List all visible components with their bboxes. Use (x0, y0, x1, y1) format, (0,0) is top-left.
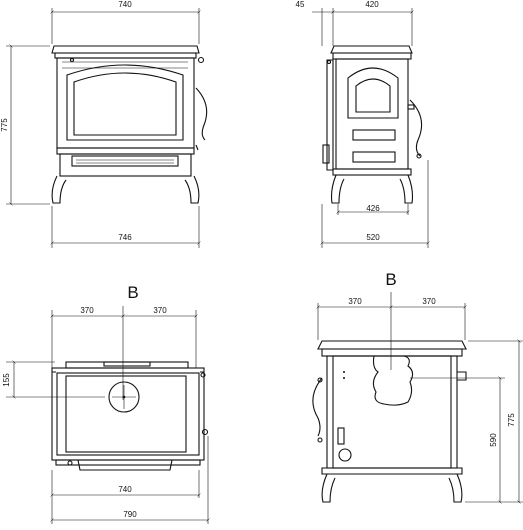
rear-height-label: 775 (507, 413, 516, 427)
top-view: B 370 370 155 (2, 283, 208, 524)
rear-flue-height-label: 590 (489, 433, 498, 447)
top-width-total-dimension: 790 (52, 436, 208, 524)
top-half-dimensions: 370 370 (52, 306, 196, 400)
top-stove-body (51, 361, 209, 471)
side-stove-body (322, 45, 423, 204)
side-offset-label: 45 (296, 0, 305, 9)
side-total-dimension: 520 (322, 160, 428, 248)
rear-flue-height-dimension: 590 (410, 378, 505, 502)
side-depth-feet-label: 426 (366, 204, 380, 213)
top-width-total-label: 790 (123, 510, 137, 519)
top-width-body-dimension: 740 (52, 470, 199, 498)
front-width-bottom-label: 746 (118, 233, 132, 242)
top-half-left-label: 370 (80, 306, 94, 315)
side-offset-dimension: 45 (296, 0, 333, 46)
front-stove-body (51, 45, 208, 204)
front-width-top-label: 740 (118, 0, 132, 9)
top-width-body-label: 740 (118, 485, 132, 494)
front-width-bottom-dimension: 746 (52, 206, 199, 248)
rear-view: B 370 370 (312, 270, 523, 503)
front-height-dimension: 775 (0, 46, 50, 204)
top-half-right-label: 370 (153, 306, 167, 315)
side-depth-total-label: 520 (366, 233, 380, 242)
side-depth-top-dimension: 420 (333, 0, 412, 46)
side-view: 45 420 426 (296, 0, 428, 248)
rear-half-right-label: 370 (422, 297, 436, 306)
top-section-label: B (127, 283, 138, 302)
rear-half-left-label: 370 (348, 297, 362, 306)
rear-half-dimensions: 370 370 (318, 292, 465, 370)
front-width-top-dimension: 740 (52, 0, 199, 44)
rear-height-dimension: 775 (468, 341, 523, 502)
side-feet-dimension: 426 (338, 204, 408, 215)
front-view: 740 775 746 (0, 0, 208, 248)
top-flue-offset-label: 155 (2, 373, 11, 387)
rear-section-label: B (385, 270, 396, 289)
top-flue-offset-dimension: 155 (2, 362, 105, 397)
rear-stove-body (312, 340, 467, 503)
side-depth-top-label: 420 (365, 0, 379, 9)
front-height-label: 775 (0, 118, 9, 132)
